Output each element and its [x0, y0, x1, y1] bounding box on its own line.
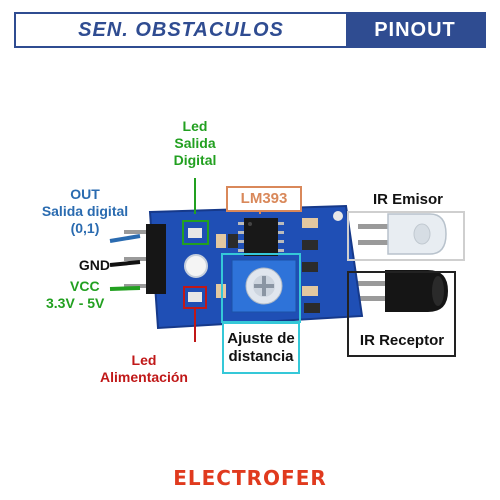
ir-receiver-highlight	[347, 271, 456, 357]
out-line	[109, 234, 141, 243]
pin-header	[124, 224, 166, 294]
lm393-label: LM393	[226, 186, 302, 212]
pinout-badge: PINOUT	[346, 14, 484, 46]
vcc-line	[109, 286, 141, 291]
gnd-label: GND	[78, 257, 110, 273]
ir-emitter-led	[358, 213, 447, 255]
lm393-chip	[238, 218, 284, 256]
ir-emitter-highlight	[347, 211, 465, 261]
ir-receiver-led	[358, 270, 448, 312]
led-digital-highlight	[182, 220, 209, 245]
distance-adjust-label: Ajuste de distancia	[222, 322, 300, 374]
title-banner: SEN. OBSTACULOS PINOUT	[14, 12, 486, 48]
vcc-label: VCC 3.3V - 5V	[46, 278, 105, 311]
brand-logo: ELECTROFER	[173, 466, 327, 490]
gnd-line	[109, 260, 141, 267]
led-power	[188, 292, 202, 302]
title-text: SEN. OBSTACULOS	[78, 18, 284, 41]
led-digital-output	[188, 228, 202, 238]
led-power-label: Led Alimentación	[100, 352, 188, 385]
ir-emitter-label: IR Emisor	[372, 191, 444, 208]
out-label: OUT Salida digital (0,1)	[41, 186, 129, 236]
potentiometer	[231, 259, 297, 313]
led-digital-label: Led Salida Digital	[173, 118, 217, 168]
ir-receiver-label: IR Receptor	[350, 328, 454, 354]
